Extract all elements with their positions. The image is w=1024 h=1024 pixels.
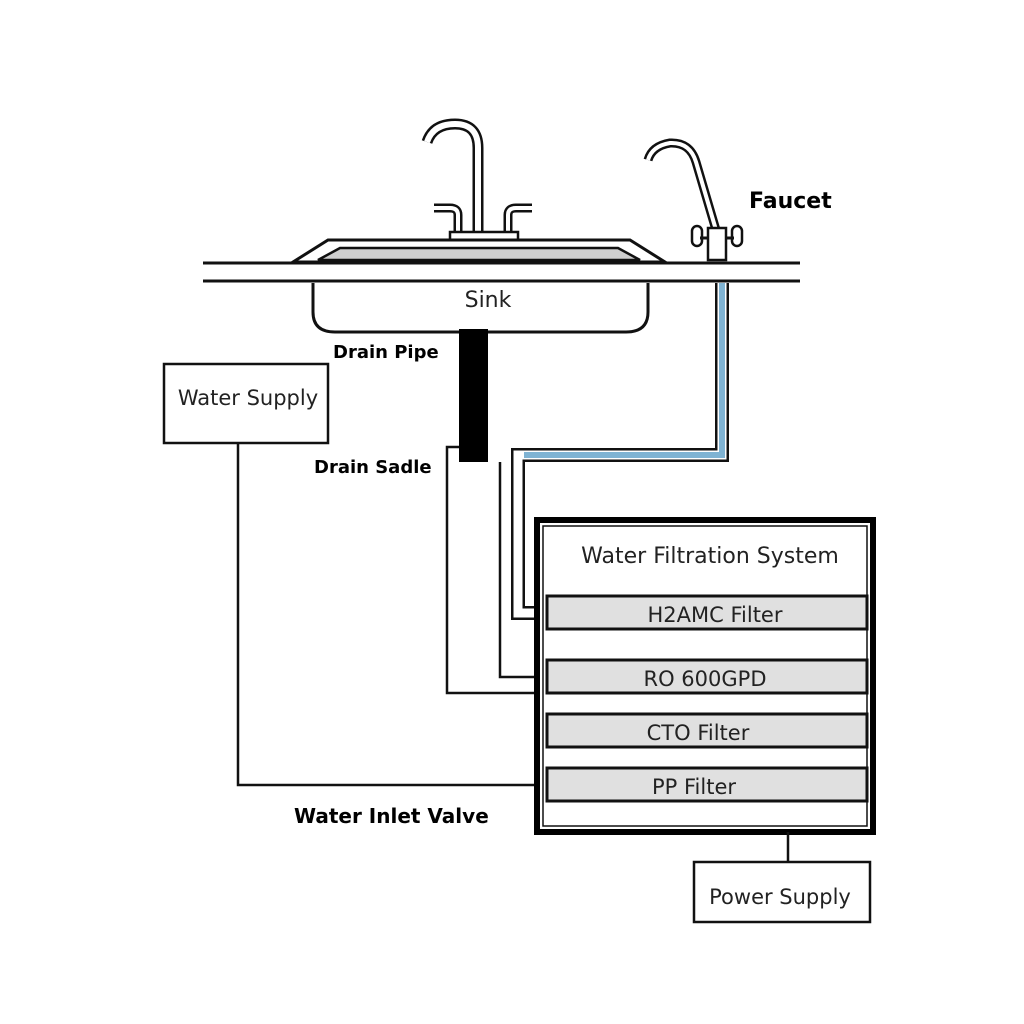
power-supply-label: Power Supply (709, 885, 851, 909)
sink-label: Sink (465, 288, 512, 313)
filter-label: PP Filter (652, 775, 736, 799)
filtered-water-line (511, 283, 729, 620)
sink-faucet-icon (421, 118, 532, 242)
filter-ro: RO 600GPD (545, 658, 869, 695)
drain-pipe-label: Drain Pipe (333, 342, 439, 363)
filtered-faucet-icon (643, 138, 744, 262)
water-supply-line (236, 443, 570, 787)
filter-label: CTO Filter (647, 721, 750, 745)
water-supply-label: Water Supply (178, 386, 318, 410)
filter-h2amc: H2AMC Filter (545, 594, 869, 631)
filter-pp: PP Filter (545, 766, 869, 803)
filter-label: RO 600GPD (644, 667, 767, 691)
drain-saddle-line (445, 445, 548, 695)
power-supply-box: Power Supply (692, 860, 872, 924)
faucet-label: Faucet (749, 189, 832, 214)
drain-pipe (459, 329, 488, 462)
water-supply-box: Water Supply (162, 362, 330, 445)
water-inlet-valve-label: Water Inlet Valve (294, 804, 489, 828)
drain-saddle-label: Drain Sadle (314, 457, 432, 478)
filtration-system-label: Water Filtration System (581, 544, 839, 569)
filter-cto: CTO Filter (545, 712, 869, 749)
filter-label: H2AMC Filter (648, 603, 783, 627)
